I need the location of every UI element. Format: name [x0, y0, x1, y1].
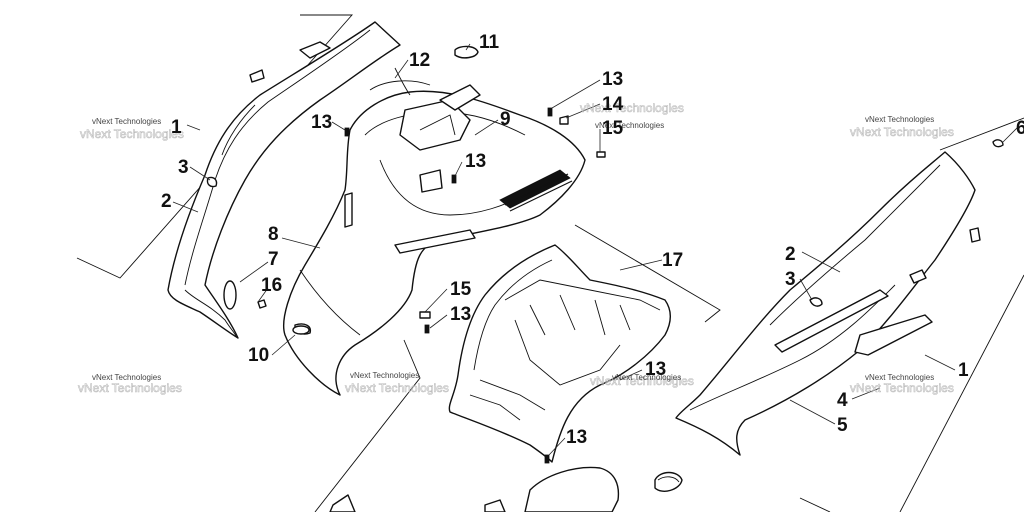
- hardware: [223, 107, 606, 464]
- watermark: vNext Technologies: [865, 373, 934, 382]
- watermark-ghost: vNext Technologies: [590, 374, 694, 388]
- callout-2-left: 2: [161, 191, 172, 212]
- callout-9: 9: [500, 109, 511, 130]
- callout-15-a: 15: [602, 118, 624, 139]
- callout-16: 16: [261, 275, 282, 296]
- callout-6: 6: [1016, 118, 1024, 139]
- callout-1-right: 1: [958, 360, 969, 381]
- storage-tray: [448, 244, 671, 463]
- callout-12: 12: [409, 50, 430, 71]
- callout-1-left: 1: [171, 117, 182, 138]
- callout-8: 8: [268, 224, 279, 245]
- watermark-ghost: vNext Technologies: [580, 101, 684, 115]
- watermark-ghost: vNext Technologies: [78, 381, 182, 395]
- watermark: vNext Technologies: [595, 121, 664, 130]
- callout-3-left: 3: [178, 157, 189, 178]
- callout-11: 11: [479, 32, 500, 53]
- right-side-panel: [675, 139, 1004, 456]
- left-side-panel: [167, 21, 401, 339]
- watermark: vNext Technologies: [865, 115, 934, 124]
- callout-13-e: 13: [645, 359, 666, 380]
- callout-10: 10: [248, 345, 269, 366]
- callout-13-c: 13: [602, 69, 623, 90]
- callout-2-right: 2: [785, 244, 796, 265]
- watermark: vNext Technologies: [350, 371, 419, 380]
- front-hood: [283, 45, 586, 396]
- watermark-ghost: vNext Technologies: [850, 125, 954, 139]
- bottom-parts: [329, 466, 683, 513]
- watermark-ghost: vNext Technologies: [345, 381, 449, 395]
- watermark-ghost: vNext Technologies: [850, 381, 954, 395]
- callout-13-b: 13: [465, 151, 486, 172]
- callout-13-f: 13: [566, 427, 587, 448]
- callout-15-b: 15: [450, 279, 472, 300]
- callout-7: 7: [268, 249, 279, 270]
- callout-14: 14: [602, 94, 624, 115]
- watermark: vNext Technologies: [612, 373, 681, 382]
- callout-17: 17: [662, 250, 683, 271]
- callouts: 1 3 2 8 7 16 10 11 12 13 9 13 13 14 15 1…: [161, 32, 1024, 448]
- callout-4: 4: [837, 390, 848, 411]
- leader-lines: [172, 43, 1019, 456]
- watermark: vNext Technologies: [92, 373, 161, 382]
- watermark: vNext Technologies: [92, 117, 161, 126]
- callout-13-d: 13: [450, 304, 471, 325]
- callout-3-right: 3: [785, 269, 796, 290]
- watermarks: vNext Technologies vNext Technologies vN…: [78, 101, 954, 396]
- callout-5: 5: [837, 415, 848, 436]
- callout-13-a: 13: [311, 112, 332, 133]
- watermark-ghost: vNext Technologies: [80, 127, 184, 141]
